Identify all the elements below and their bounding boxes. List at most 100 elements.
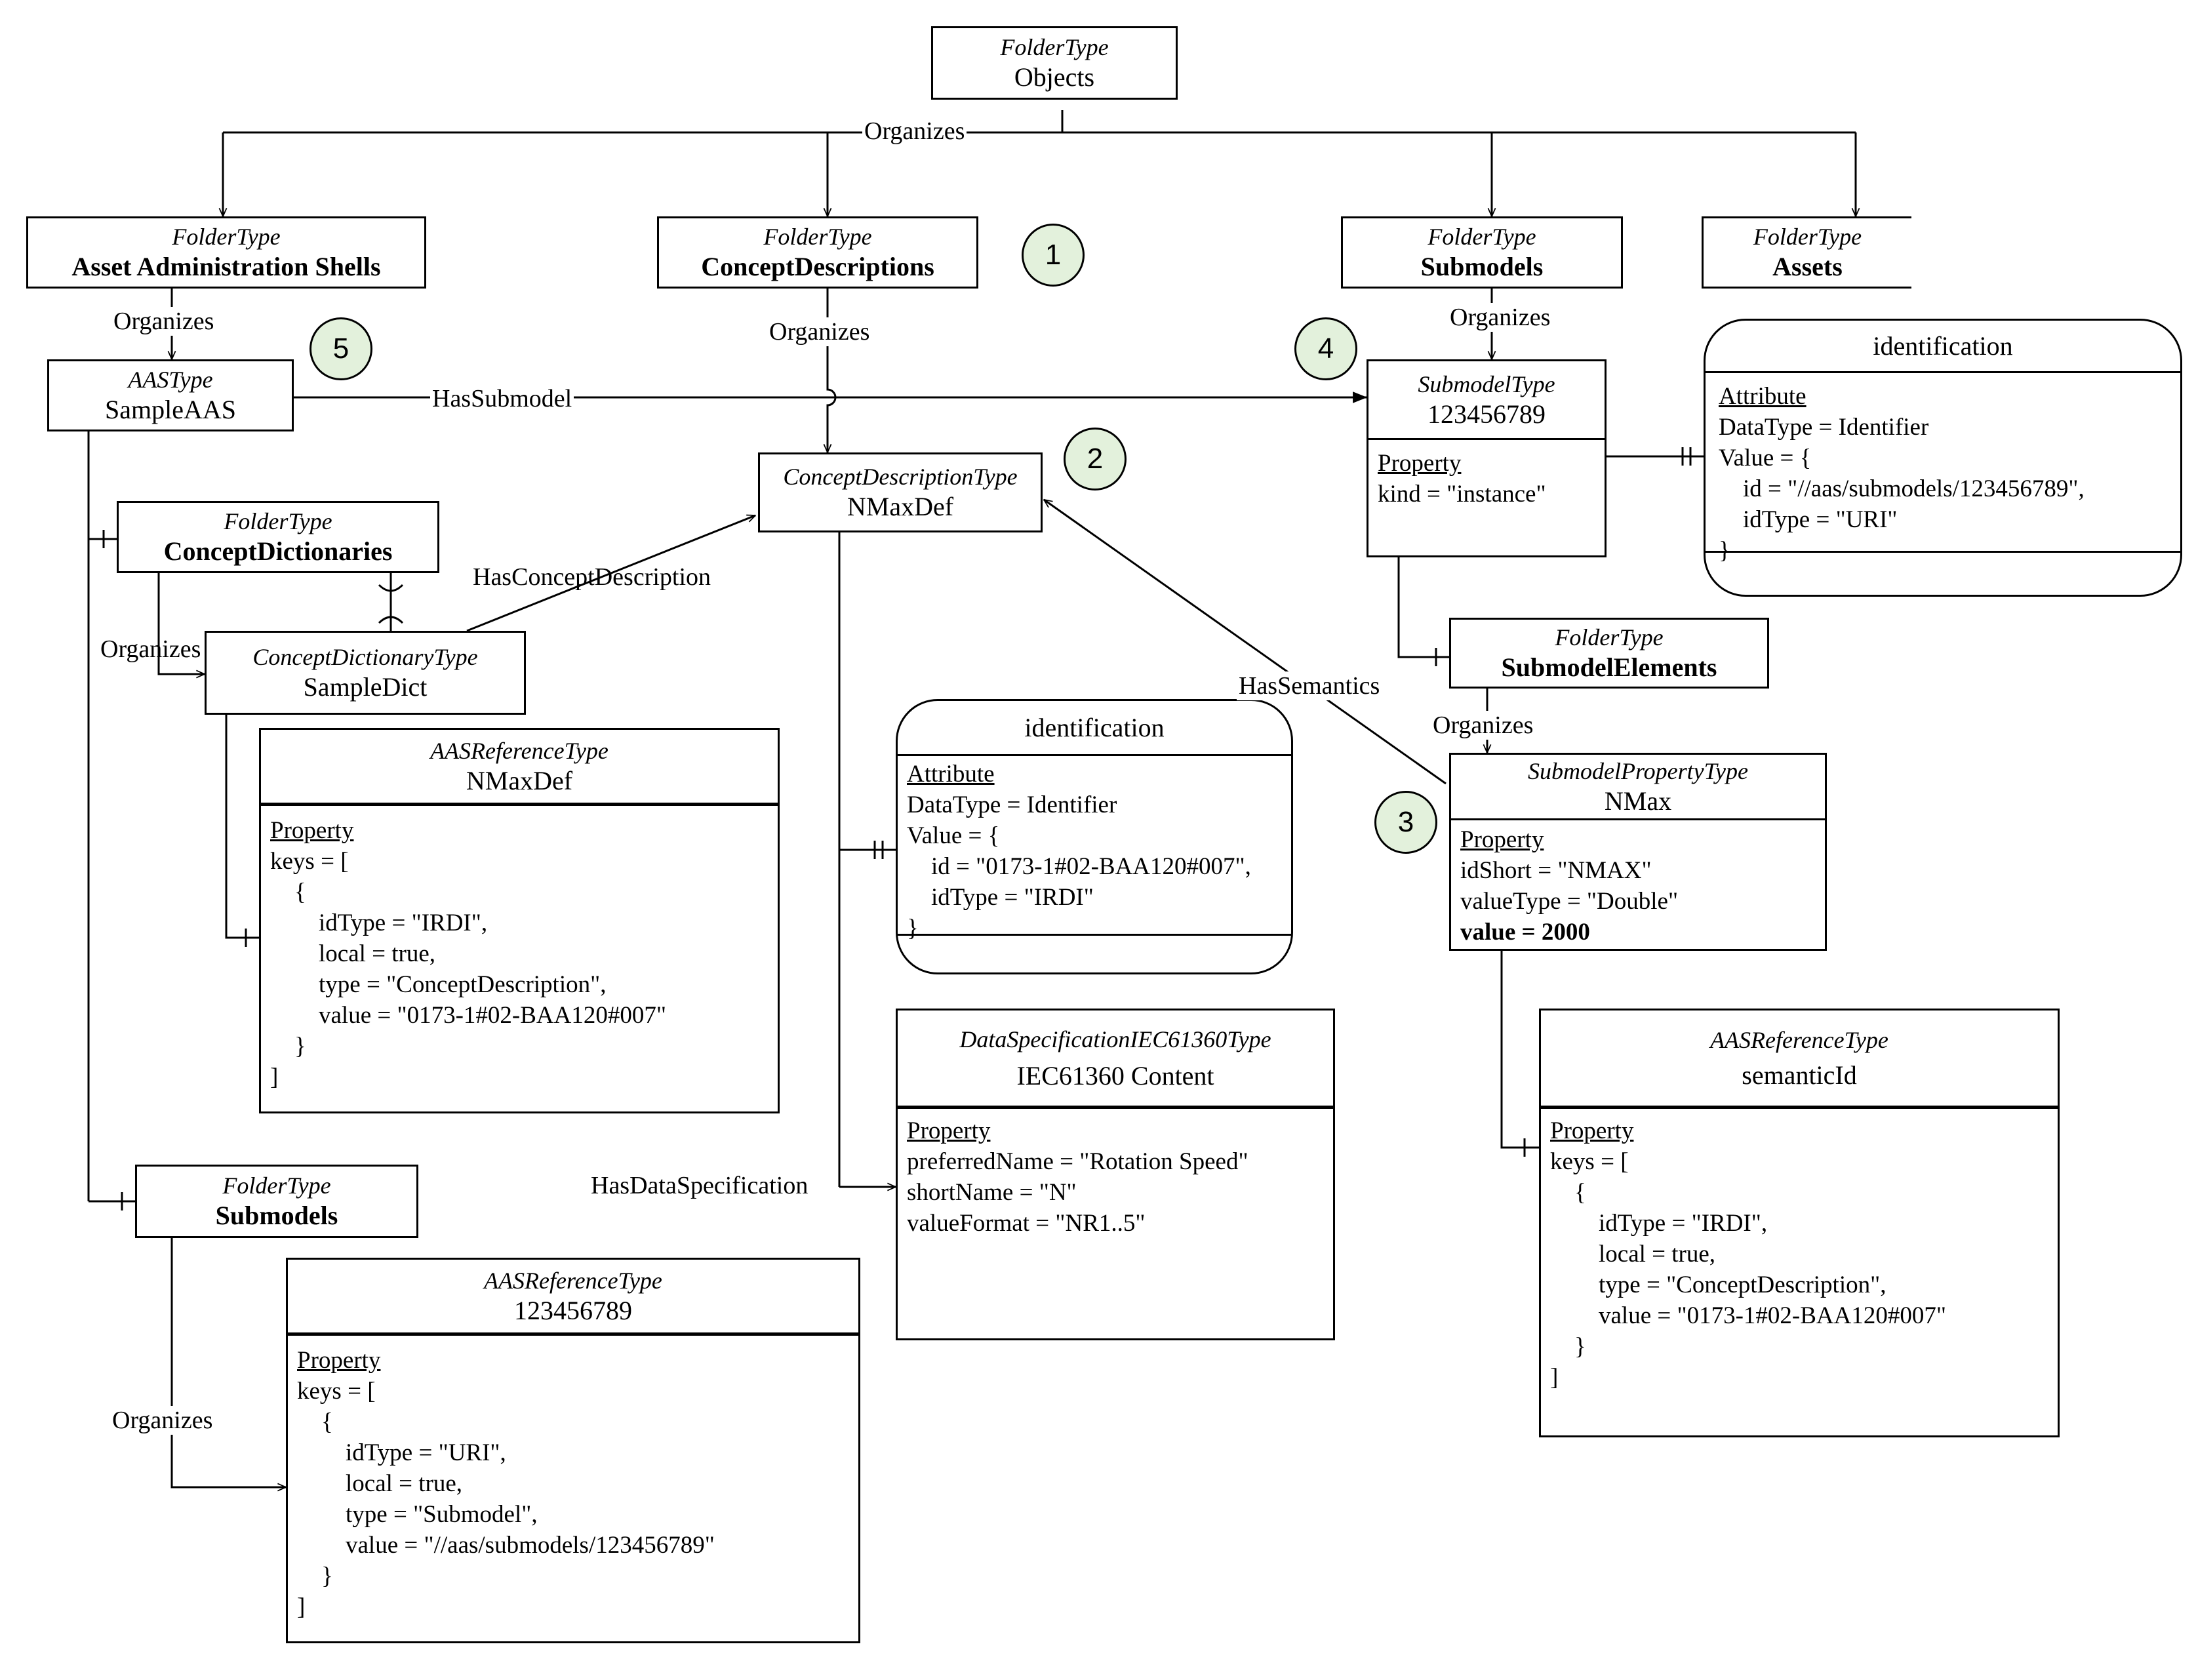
body-line: type = "Submodel", — [297, 1501, 538, 1528]
marker-5: 5 — [309, 317, 372, 380]
node-name: SampleAAS — [105, 395, 236, 424]
label-has-concept-description: HasConceptDescription — [473, 563, 711, 591]
body-line-value: value = 2000 — [1460, 919, 1590, 946]
body-line: ] — [1550, 1364, 1559, 1391]
body-line: DataType = Identifier — [1719, 414, 1929, 441]
body-line: id = "//aas/submodels/123456789", — [1719, 475, 2085, 502]
label-organizes-sme: Organizes — [1431, 711, 1536, 740]
node-name: 123456789 — [1427, 399, 1546, 429]
edge-has-semantics — [1044, 500, 1447, 785]
submodel-identification-node[interactable]: identification Attribute DataType = Iden… — [1704, 319, 2182, 597]
edge-sampledict-ref — [225, 715, 259, 939]
body-line: { — [297, 1409, 333, 1435]
node-name: ConceptDictionaries — [163, 536, 393, 566]
node-body: Property preferredName = "Rotation Speed… — [898, 1109, 1333, 1247]
body-heading: Property — [907, 1117, 991, 1144]
node-name: NMaxDef — [466, 765, 573, 795]
node-body: Attribute DataType = Identifier Value = … — [1706, 373, 2180, 574]
aasref-nmaxdef-node[interactable]: AASReferenceType NMaxDef Property keys =… — [259, 728, 780, 1113]
marker-4: 4 — [1294, 317, 1357, 380]
data-specification-node[interactable]: DataSpecificationIEC61360Type IEC61360 C… — [896, 1009, 1335, 1340]
body-heading: Attribute — [907, 761, 995, 788]
body-line: value = "//aas/submodels/123456789" — [297, 1532, 715, 1559]
node-name: 123456789 — [514, 1295, 632, 1325]
sampledict-node[interactable]: ConceptDictionaryType SampleDict — [205, 631, 526, 715]
node-type: FolderType — [1555, 624, 1664, 650]
edge-nmax-semanticid — [1500, 951, 1539, 1149]
submodel-elements-node[interactable]: FolderType SubmodelElements — [1449, 618, 1769, 689]
sampleaas-node[interactable]: AASType SampleAAS — [47, 359, 294, 431]
body-line: ] — [270, 1064, 279, 1090]
node-type: FolderType — [224, 508, 332, 534]
label-has-submodel: HasSubmodel — [430, 384, 574, 413]
body-line: DataType = Identifier — [907, 791, 1117, 818]
node-name: IEC61360 Content — [1016, 1060, 1214, 1090]
node-type: AASReferenceType — [484, 1267, 662, 1294]
node-name: semanticId — [1742, 1060, 1857, 1090]
body-line: valueType = "Double" — [1460, 888, 1679, 915]
label-has-semantics: HasSemantics — [1237, 671, 1382, 700]
body-heading: Property — [297, 1347, 381, 1374]
edge-submodel-smelements — [1397, 557, 1449, 658]
body-line: keys = [ — [1550, 1148, 1629, 1175]
nmaxdef-node[interactable]: ConceptDescriptionType NMaxDef — [758, 452, 1043, 532]
body-line: idType = "URI" — [1719, 506, 1898, 533]
edge-submodel-ident-bar — [1681, 447, 1692, 466]
node-name: SampleDict — [303, 672, 428, 702]
body-line: shortName = "N" — [907, 1179, 1077, 1206]
label-organizes-cd: Organizes — [767, 317, 872, 346]
aasref-submodel-node[interactable]: AASReferenceType 123456789 Property keys… — [286, 1258, 860, 1643]
concept-dictionaries-node[interactable]: FolderType ConceptDictionaries — [117, 501, 439, 573]
body-heading: Attribute — [1719, 383, 1807, 410]
body-line: keys = [ — [297, 1378, 376, 1405]
aasref-semanticid-node[interactable]: AASReferenceType semanticId Property key… — [1539, 1009, 2060, 1437]
node-type: SubmodelPropertyType — [1528, 757, 1748, 784]
body-line: Value = { — [1719, 445, 1812, 471]
submodel-node[interactable]: SubmodelType 123456789 Property kind = "… — [1367, 359, 1607, 557]
objects-node[interactable]: FolderType Objects — [931, 26, 1178, 100]
node-type: DataSpecificationIEC61360Type — [959, 1026, 1271, 1052]
node-type: FolderType — [1427, 224, 1536, 250]
node-name: ConceptDescriptions — [701, 252, 934, 281]
body-line: preferredName = "Rotation Speed" — [907, 1148, 1248, 1175]
nmax-node[interactable]: SubmodelPropertyType NMax Property idSho… — [1449, 753, 1827, 951]
body-line: valueFormat = "NR1..5" — [907, 1210, 1146, 1237]
label-has-data-specification: HasDataSpecification — [591, 1172, 809, 1199]
body-line: } — [1719, 537, 1730, 564]
node-body: Attribute DataType = Identifier Value = … — [898, 756, 1291, 951]
assets-folder-node[interactable]: FolderType Assets — [1702, 216, 1911, 289]
body-heading: Property — [1460, 826, 1544, 853]
body-line: value = "0173-1#02-BAA120#007" — [1550, 1302, 1946, 1329]
node-name: SubmodelElements — [1501, 652, 1717, 682]
aas-submodels-folder-node[interactable]: FolderType Submodels — [135, 1165, 418, 1238]
body-line: idType = "IRDI", — [270, 910, 488, 936]
cd-folder-node[interactable]: FolderType ConceptDescriptions — [657, 216, 978, 289]
body-line: } — [1550, 1333, 1586, 1360]
node-type: FolderType — [172, 224, 281, 250]
edge-has-concept-description — [466, 515, 755, 632]
body-line: id = "0173-1#02-BAA120#007", — [907, 853, 1251, 880]
node-type: AASReferenceType — [430, 737, 609, 764]
node-type: AASReferenceType — [1710, 1026, 1888, 1053]
label-organizes-dict: Organizes — [100, 635, 201, 663]
node-type: FolderType — [1753, 224, 1862, 250]
node-name: Assets — [1772, 252, 1843, 281]
node-type: FolderType — [1000, 34, 1109, 60]
body-line: local = true, — [270, 940, 436, 967]
node-type: ConceptDescriptionType — [783, 464, 1018, 490]
body-heading: Property — [270, 817, 354, 844]
body-line: } — [297, 1563, 333, 1590]
edge-aassm-ref — [170, 1238, 286, 1487]
cd-identification-node[interactable]: identification Attribute DataType = Iden… — [896, 699, 1293, 974]
sm-folder-node[interactable]: FolderType Submodels — [1341, 216, 1623, 289]
node-type: FolderType — [222, 1172, 331, 1199]
body-line: { — [270, 879, 306, 906]
node-name: Objects — [1014, 62, 1095, 92]
body-line: idType = "URI", — [297, 1439, 506, 1466]
label-organizes-aas: Organizes — [111, 307, 216, 336]
node-type: SubmodelType — [1418, 370, 1555, 397]
node-name: NMaxDef — [847, 492, 954, 521]
edge-cdict-sampledict — [157, 573, 205, 674]
aas-folder-node[interactable]: FolderType Asset Administration Shells — [26, 216, 426, 289]
